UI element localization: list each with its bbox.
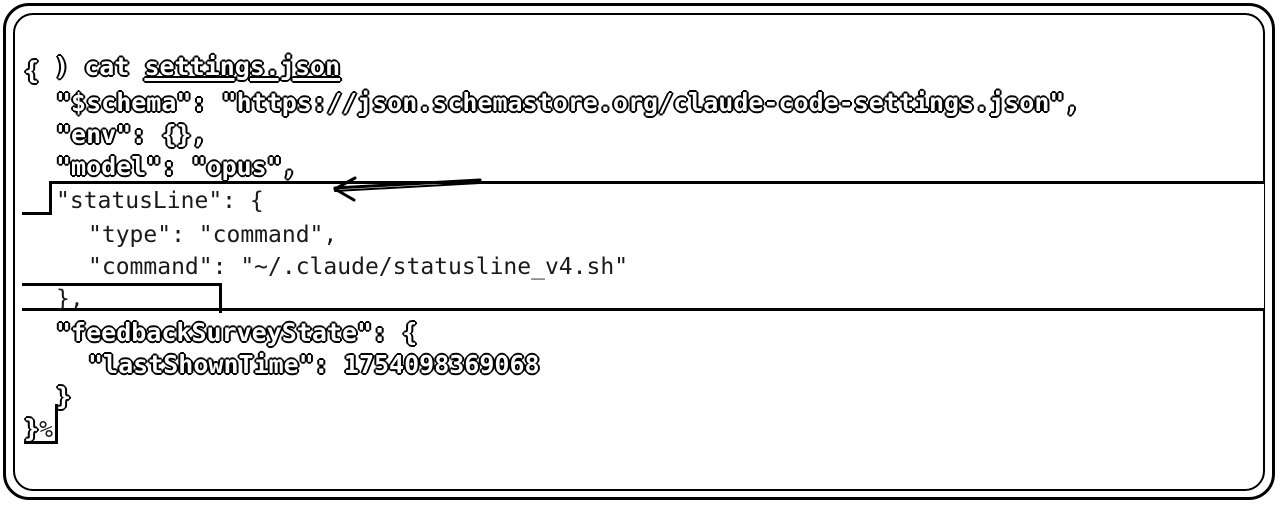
feedback-key: "feedbackSurveyState": [56, 318, 373, 347]
model-key: "model": [56, 152, 162, 181]
json-outer-close: }%: [24, 414, 53, 443]
command-name: cat: [84, 52, 130, 81]
command-line: ) cat settings.json: [24, 22, 340, 81]
json-statusline-command: "command": "~/.claude/statusline_v4.sh": [88, 254, 629, 280]
window-frame-inner: [13, 13, 1265, 491]
window-frame-outer: [3, 3, 1275, 500]
json-env-line: "env": {},: [56, 120, 207, 149]
arrow-icon: [333, 176, 482, 202]
highlight-notch-bottom: [22, 283, 222, 313]
json-feedback-line: "feedbackSurveyState": {: [56, 318, 418, 347]
json-open-brace: {: [24, 56, 40, 85]
lastshown-value: 1754098369068: [343, 350, 540, 379]
env-value: {}: [161, 120, 192, 149]
cursor-box: [24, 404, 58, 444]
json-statusline-close: },: [56, 286, 84, 312]
json-statusline-type: "type": "command",: [88, 222, 338, 248]
statusline-highlight: [22, 181, 1264, 311]
no-newline-marker: %: [39, 417, 53, 443]
json-lastshown-line: "lastShownTime": 1754098369068: [88, 350, 540, 379]
json-model-line: "model": "opus",: [56, 152, 297, 181]
lastshown-key: "lastShownTime": [88, 350, 314, 379]
schema-value: "https://json.schemastore.org/claude-cod…: [221, 88, 1065, 117]
model-value: "opus": [191, 152, 282, 181]
prompt-symbol: ): [54, 52, 70, 81]
command-argument: settings.json: [144, 52, 341, 81]
schema-key: "$schema": [56, 88, 192, 117]
json-schema-line: "$schema": "https://json.schemastore.org…: [56, 88, 1080, 117]
json-inner-close: }: [56, 382, 72, 411]
env-key: "env": [56, 120, 132, 149]
highlight-notch-top: [22, 181, 52, 215]
json-statusline-open: "statusLine": {: [56, 188, 264, 214]
